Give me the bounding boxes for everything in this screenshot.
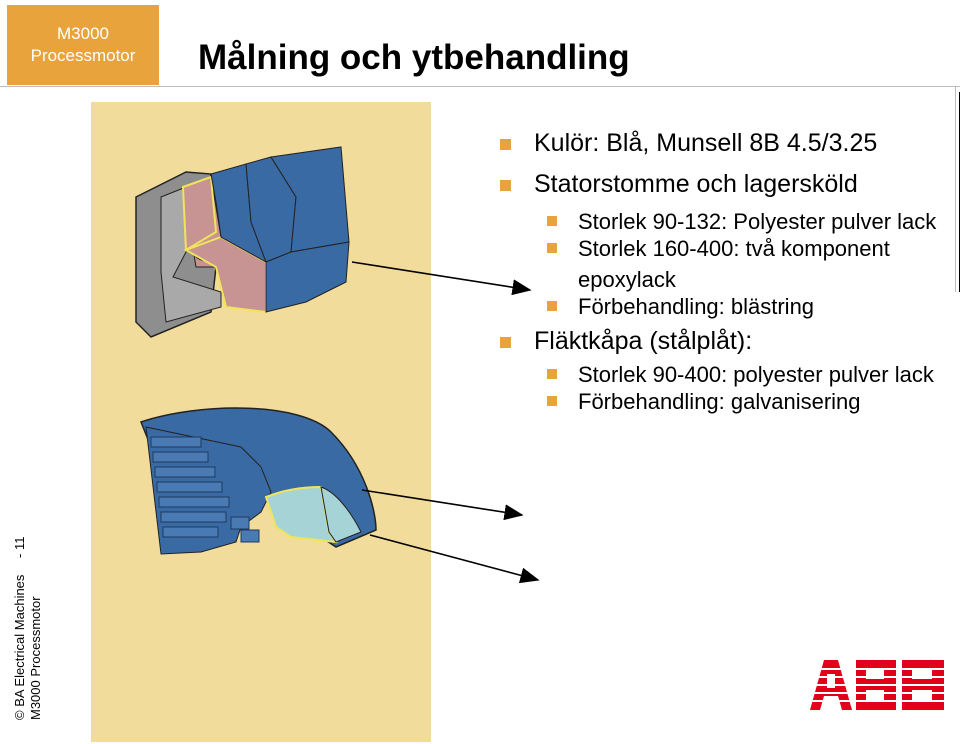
sub-bullet-pretreatment-galvanizing: Förbehandling: galvanisering bbox=[500, 386, 950, 417]
header-divider bbox=[0, 86, 960, 87]
bullet-color: Kulör: Blå, Munsell 8B 4.5/3.25 bbox=[500, 128, 950, 159]
motor-cutaway-illustration bbox=[91, 102, 431, 742]
bullet-fan-cover: Fläktkåpa (stålplåt): bbox=[500, 326, 950, 357]
bullet-list: Kulör: Blå, Munsell 8B 4.5/3.25 Statorst… bbox=[500, 128, 950, 417]
sub-bullet-size-90-132: Storlek 90-132: Polyester pulver lack bbox=[500, 206, 950, 237]
sub-bullet-fan-size: Storlek 90-400: polyester pulver lack bbox=[500, 359, 950, 390]
page-title: Målning och ytbehandling bbox=[198, 38, 630, 77]
bullet-stator-frame: Statorstomme och lagersköld bbox=[500, 169, 950, 200]
right-divider bbox=[955, 86, 956, 292]
sub-bullet-pretreatment-blasting: Förbehandling: blästring bbox=[500, 291, 950, 322]
logo-line-2: Processmotor bbox=[30, 46, 136, 65]
abb-logo bbox=[810, 660, 944, 710]
product-line: M3000 Processmotor bbox=[28, 596, 43, 720]
sub-bullet-size-160-400: Storlek 160-400: två komponent epoxylack bbox=[500, 233, 950, 295]
page-number: - 11 bbox=[12, 536, 27, 558]
copyright-line: © BA Electrical Machines bbox=[12, 574, 27, 720]
fan-cover-shape bbox=[140, 407, 377, 555]
product-logo-box: M3000 Processmotor bbox=[7, 5, 159, 85]
stator-frame-shape bbox=[135, 146, 350, 338]
vertical-footer-text: © BA Electrical Machines M3000 Processmo… bbox=[12, 537, 44, 720]
logo-line-1: M3000 bbox=[57, 24, 109, 43]
